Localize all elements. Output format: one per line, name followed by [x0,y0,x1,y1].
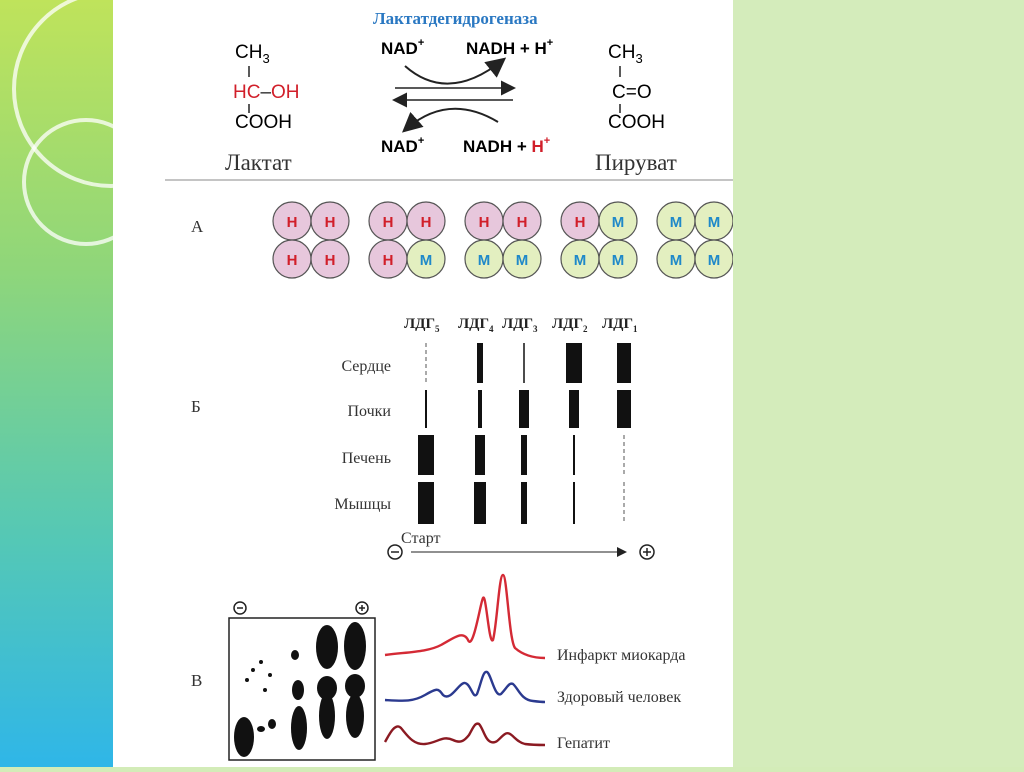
tissue-label: Печень [342,450,391,467]
isoform-header: ЛДГ2 [552,316,588,334]
subunit-label: M [516,252,529,269]
subunit-label: M [708,214,721,231]
curve-line [385,672,545,702]
band [566,343,582,383]
subunit-label: M [670,214,683,231]
subunit-label: H [421,214,432,231]
subunit-label: H [325,214,336,231]
enzyme-title: Лактатдегидрогеназа [373,9,538,28]
band [474,482,486,524]
lactate-ch3: CH3 [235,42,270,66]
band [573,482,575,524]
subunit-label: M [478,252,491,269]
nad-bottom: NAD+ [381,135,424,156]
lactate-structure: CH3 HC–OH COOH Лактат [225,42,300,175]
subunit-label: M [670,252,683,269]
subunit-label: M [708,252,721,269]
lactate-name: Лактат [225,150,292,175]
curve-label: Здоровый человек [557,689,681,706]
reverse-curved-arrow [405,109,498,130]
pyruvate-cooh: COOH [608,112,665,133]
curve-line [385,724,545,745]
forward-curved-arrow [405,60,503,84]
section-a-label: А [191,217,204,236]
tissue-label: Почки [347,403,391,420]
subunit-label: M [612,214,625,231]
band [425,390,427,428]
nadh-bottom: NADH + H+ [463,135,550,156]
section-c-label: В [191,671,202,690]
tetramer-group: H H H H H H H M H H M M H M M M M M M M [273,202,733,278]
band [521,435,527,475]
gel-photo [229,618,375,760]
subunit-label: M [612,252,625,269]
band [569,390,579,428]
densitometry-curves [385,575,545,745]
pyruvate-structure: CH3 C=O COOH Пируват [595,42,677,175]
band [418,482,434,524]
isoform-header: ЛДГ3 [502,316,538,334]
pyruvate-co: C=O [612,82,652,103]
subunit-label: M [420,252,433,269]
isoform-header: ЛДГ1 [602,316,638,334]
subunit-label: H [479,214,490,231]
subunit-label: H [383,214,394,231]
band [519,390,529,428]
band [617,390,631,428]
nadh-top: NADH + H+ [466,37,553,58]
figure-svg: Лактатдегидрогеназа CH3 HC–OH COOH Лакта… [113,0,733,767]
band [523,343,525,383]
section-b-label: Б [191,397,201,416]
subunit-label: H [517,214,528,231]
isoform-header: ЛДГ4 [458,316,494,334]
band [477,343,483,383]
band [617,343,631,383]
start-label: Старт [401,530,441,547]
band [573,435,575,475]
lactate-cooh: COOH [235,112,292,133]
pyruvate-ch3: CH3 [608,42,643,66]
subunit-label: H [575,214,586,231]
isoform-headers: ЛДГ5 ЛДГ4 ЛДГ3 ЛДГ2 ЛДГ1 [404,316,638,334]
lactate-hc-oh: HC–OH [233,82,300,103]
tissue-label: Сердце [341,358,391,375]
band [418,435,434,475]
isoform-header: ЛДГ5 [404,316,440,334]
pyruvate-name: Пируват [595,150,677,175]
tissue-label: Мышцы [334,496,391,513]
figure-panel: Лактатдегидрогеназа CH3 HC–OH COOH Лакта… [113,0,733,767]
electrophoresis-bands [418,343,631,524]
band [521,482,527,524]
band [475,435,485,475]
subunit-label: H [383,252,394,269]
subunit-label: H [287,252,298,269]
subunit-label: H [325,252,336,269]
curve-line [385,575,545,658]
curve-label: Инфаркт миокарда [557,647,686,664]
band [478,390,482,428]
curve-label: Гепатит [557,735,610,752]
subunit-label: M [574,252,587,269]
right-decorative-band [733,0,1024,767]
subunit-label: H [287,214,298,231]
nad-top: NAD+ [381,37,424,58]
